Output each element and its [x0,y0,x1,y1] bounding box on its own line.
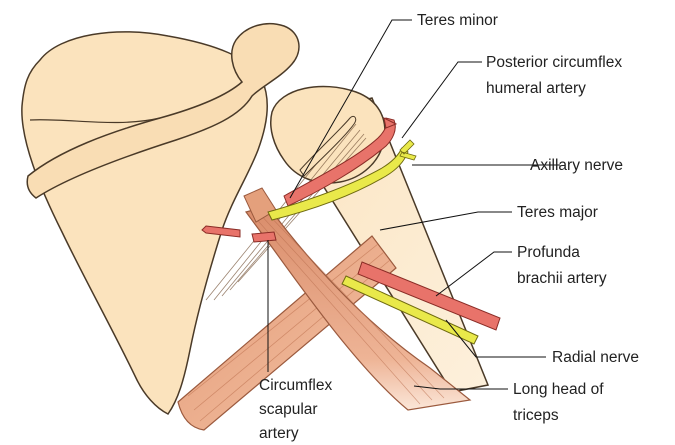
label-profunda-line1: Profunda [517,244,580,261]
label-posterior-circumflex-line2: humeral artery [486,80,586,97]
label-long-head-line1: Long head of [513,381,604,398]
circumflex-scapular-artery-cut [252,232,276,242]
label-posterior-circumflex-line1: Posterior circumflex [486,54,622,71]
label-circumflex-line1: Circumflex [259,377,332,394]
label-teres-minor: Teres minor [417,12,498,29]
axillary-nerve-branch [400,140,416,160]
label-teres-major: Teres major [517,204,598,221]
label-long-head-line2: triceps [513,407,559,424]
label-radial-nerve: Radial nerve [552,349,639,366]
label-axillary-nerve: Axillary nerve [530,157,623,174]
label-profunda-line2: brachii artery [517,270,607,287]
label-circumflex-line2: scapular [259,401,318,418]
label-circumflex-line3: artery [259,425,299,442]
